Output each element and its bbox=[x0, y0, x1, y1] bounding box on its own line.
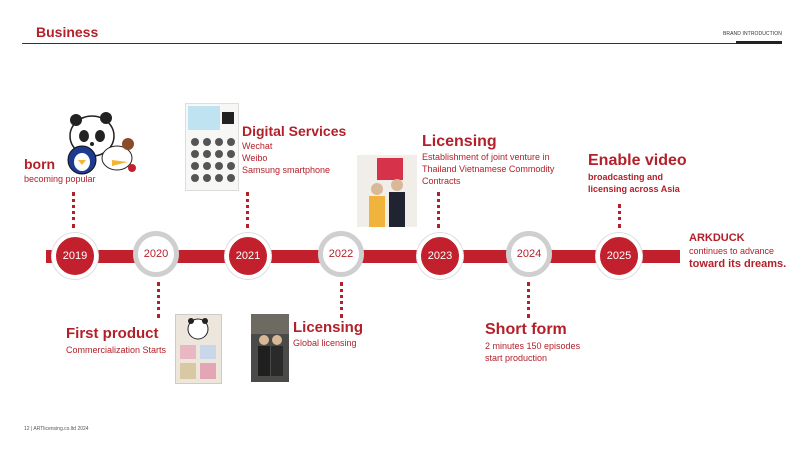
year-label: 2023 bbox=[427, 250, 453, 262]
licensing-photo-2022 bbox=[251, 314, 289, 382]
year-node-2021: 2021 bbox=[225, 233, 271, 279]
event-2024-line-1: 2 minutes 150 episodes bbox=[485, 341, 581, 351]
event-2022-title: Licensing bbox=[293, 319, 364, 336]
event-2023-title: Licensing bbox=[422, 133, 497, 150]
footer-text: 12 | ARTlicensing.co.ltd 2024 bbox=[24, 426, 89, 432]
connector-2022 bbox=[340, 282, 343, 318]
year-node-2019: 2019 bbox=[52, 233, 98, 279]
connector-2019 bbox=[72, 192, 75, 228]
event-2020-subtitle: Commercialization Starts bbox=[66, 345, 167, 355]
year-label: 2024 bbox=[516, 248, 542, 260]
event-2022-subtitle: Global licensing bbox=[293, 338, 357, 348]
event-2020-title: First product bbox=[66, 325, 159, 342]
event-2023-line-2: Thailand Vietnamese Commodity bbox=[422, 164, 555, 174]
year-label: 2019 bbox=[62, 250, 88, 262]
event-2021-line-1: Wechat bbox=[242, 141, 273, 151]
connector-2025 bbox=[618, 204, 621, 228]
connector-2023 bbox=[437, 192, 440, 228]
event-2021-line-3: Samsung smartphone bbox=[242, 165, 331, 175]
event-2019-subtitle: becoming popular bbox=[24, 174, 96, 184]
event-2021-line-2: Weibo bbox=[242, 153, 268, 163]
year-node-2022: 2022 bbox=[318, 231, 364, 277]
title-divider bbox=[22, 43, 782, 44]
event-2021-title: Digital Services bbox=[242, 123, 347, 139]
year-node-2025: 2025 bbox=[596, 233, 642, 279]
year-node-2020: 2020 bbox=[133, 231, 179, 277]
year-label: 2021 bbox=[235, 250, 261, 262]
year-label: 2025 bbox=[606, 250, 632, 262]
event-2019-title: born bbox=[24, 156, 56, 172]
page-title: Business bbox=[36, 24, 99, 40]
closing-line-2: toward its dreams. bbox=[689, 258, 787, 270]
joint-venture-photo bbox=[357, 155, 417, 227]
year-label: 2022 bbox=[328, 248, 354, 260]
connector-2020 bbox=[157, 282, 160, 318]
closing-brand: ARKDUCK bbox=[689, 232, 745, 244]
event-2024-line-2: start production bbox=[485, 353, 548, 363]
event-2023-line-3: Contracts bbox=[422, 176, 461, 186]
brand-underline bbox=[736, 41, 782, 44]
event-2025-line-1: broadcasting and bbox=[588, 172, 664, 182]
connector-2024 bbox=[527, 282, 530, 318]
event-2024-title: Short form bbox=[485, 321, 567, 338]
connector-2021 bbox=[246, 192, 249, 228]
event-2025-title: Enable video bbox=[588, 152, 687, 169]
year-node-2023: 2023 bbox=[417, 233, 463, 279]
closing-line-1: continues to advance bbox=[689, 246, 775, 256]
mascots-illustration bbox=[62, 108, 142, 176]
event-2023-line-1: Establishment of joint venture in bbox=[422, 152, 550, 162]
brand-label: BRAND INTRODUCTION bbox=[722, 31, 782, 37]
event-2025-line-2: licensing across Asia bbox=[588, 184, 680, 194]
year-node-2024: 2024 bbox=[506, 231, 552, 277]
product-photo bbox=[175, 314, 222, 384]
year-label: 2020 bbox=[143, 248, 169, 260]
sticker-app-screenshot bbox=[185, 103, 239, 191]
